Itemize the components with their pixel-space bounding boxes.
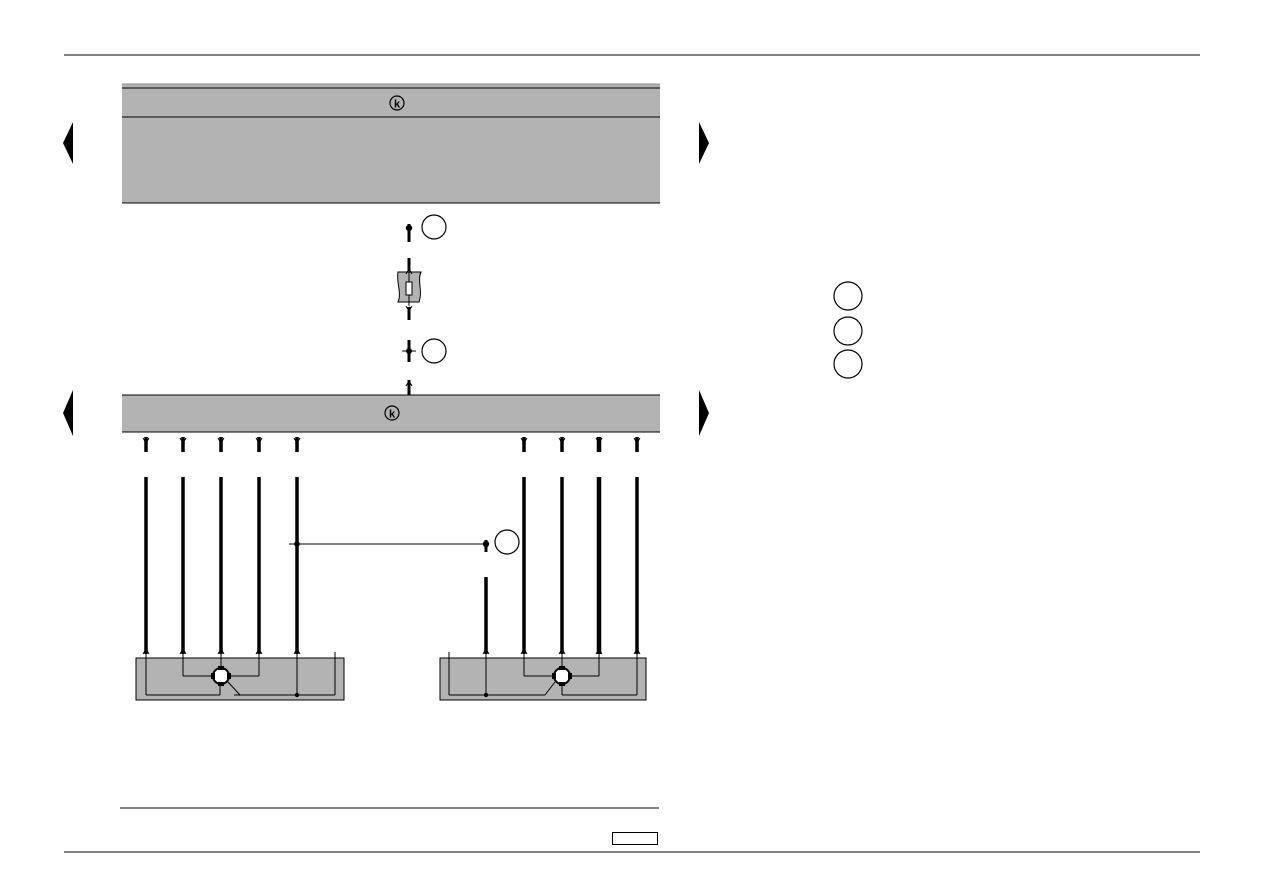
wire-9 — [633, 437, 641, 654]
nav-prev-upper[interactable] — [63, 122, 73, 164]
circle-marker-icon — [421, 338, 447, 364]
circle-marker-icon — [494, 529, 520, 555]
bus-symbol-icon: k — [384, 405, 400, 421]
wire-2 — [179, 437, 187, 654]
switch-icon — [211, 666, 231, 686]
wire-7 — [558, 437, 566, 654]
lower-control-panel: k — [122, 394, 660, 433]
circle-marker-icon — [833, 281, 863, 311]
wire-5 — [293, 437, 301, 654]
wire-6 — [520, 437, 528, 654]
switch-icon — [552, 666, 572, 686]
wire-4 — [255, 437, 263, 654]
legend-item — [833, 281, 863, 311]
circle-marker-icon — [833, 349, 863, 379]
wire-1 — [142, 437, 150, 654]
bus-symbol-lower: k — [389, 409, 396, 421]
circle-marker-icon — [833, 316, 863, 346]
right-component — [439, 648, 647, 701]
right-wire-group — [520, 437, 641, 654]
left-component — [135, 648, 345, 701]
circle-marker-icon — [421, 214, 447, 240]
bus-symbol-upper: k — [394, 99, 401, 111]
nav-next-lower[interactable] — [699, 390, 709, 436]
fuse-chain — [397, 214, 447, 395]
nav-prev-lower[interactable] — [63, 390, 73, 436]
nav-next-upper[interactable] — [699, 122, 709, 164]
left-wire-group — [142, 437, 301, 654]
junction-link — [289, 529, 520, 654]
bus-symbol-icon: k — [389, 95, 405, 111]
legend-item — [833, 316, 863, 346]
legend-item — [833, 349, 863, 379]
legend — [833, 281, 863, 379]
wire-8 — [595, 437, 603, 654]
page-number-box — [612, 832, 658, 845]
wire-3 — [217, 437, 225, 654]
upper-control-panel: k — [122, 83, 660, 204]
